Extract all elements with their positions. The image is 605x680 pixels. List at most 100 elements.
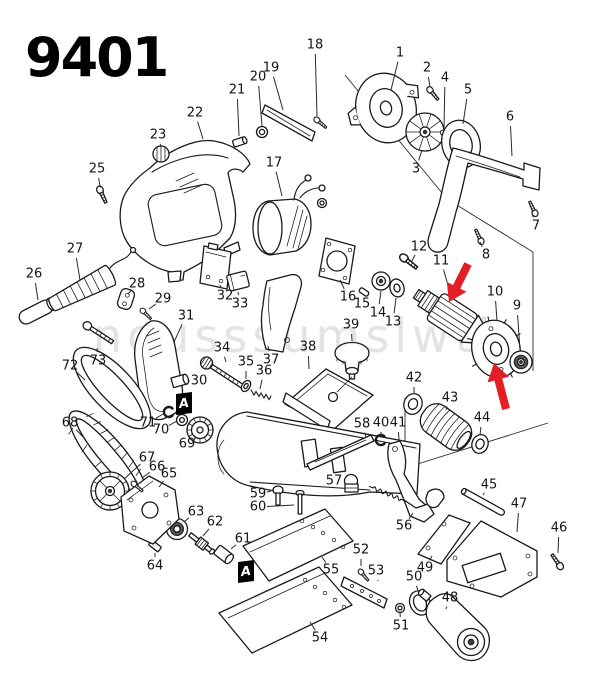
part-roller-43 (419, 403, 473, 451)
group-boundary-line (446, 198, 534, 253)
leader-line (445, 406, 448, 411)
part-pin-30 (170, 373, 190, 389)
screw-2-icon (424, 84, 441, 103)
part-fan-cover (347, 72, 420, 144)
highlight-arrow-icon (487, 363, 510, 410)
part-label-54: 54 (312, 631, 329, 646)
part-label-4: 4 (441, 71, 449, 86)
part-label-43: 43 (442, 391, 459, 406)
leader-line (479, 426, 482, 436)
leader-line (219, 284, 222, 289)
part-flange (467, 316, 525, 383)
leader-line (266, 504, 295, 507)
part-pin-21 (231, 136, 248, 148)
part-washer-35 (240, 379, 252, 393)
part-label-70: 70 (153, 423, 170, 438)
part-label-9: 9 (513, 299, 521, 314)
part-label-62: 62 (207, 515, 224, 530)
leader-line (378, 290, 382, 305)
part-nut (255, 125, 269, 139)
part-label-22: 22 (187, 106, 204, 121)
part-label-46: 46 (551, 521, 568, 536)
part-screw-34 (199, 356, 246, 390)
part-label-29: 29 (155, 292, 172, 307)
part-label-25: 25 (89, 162, 106, 177)
leader-line (34, 282, 39, 301)
leader-line (408, 512, 414, 519)
part-label-1: 1 (396, 46, 404, 61)
marker-A-tag (176, 392, 192, 415)
leader-line (168, 420, 178, 427)
part-label-72: 72 (62, 359, 79, 374)
leader-line (197, 121, 204, 140)
part-label-71: 71 (140, 416, 157, 431)
part-label-7: 7 (532, 219, 540, 234)
leader-line (482, 492, 485, 496)
leader-line (321, 556, 327, 563)
screw-46-icon (548, 552, 566, 572)
part-label-52: 52 (353, 543, 370, 558)
part-label-45: 45 (481, 478, 498, 493)
part-label-63: 63 (188, 505, 205, 520)
part-label-6: 6 (506, 110, 514, 125)
part-rail-58 (306, 434, 375, 471)
part-field (252, 174, 328, 256)
leader-line (237, 291, 239, 296)
page-title: 9401 (25, 26, 167, 89)
part-shaft-62 (188, 532, 216, 555)
part-label-65: 65 (161, 467, 178, 482)
leader-line (76, 371, 86, 381)
leader-line (258, 85, 263, 127)
part-label-35: 35 (238, 355, 255, 370)
leader-line (416, 585, 419, 592)
leader-line (418, 149, 423, 161)
part-label-23: 23 (150, 128, 167, 143)
part-pin-15 (358, 287, 370, 297)
leader-line (236, 98, 240, 137)
part-label-13: 13 (385, 315, 402, 330)
leader-line (531, 212, 534, 218)
part-label-31: 31 (178, 309, 195, 324)
part-label-21: 21 (229, 83, 246, 98)
part-roller-48 (417, 588, 491, 662)
marker-A-text: A (239, 564, 252, 580)
leader-line (390, 61, 399, 91)
leader-line (158, 480, 164, 488)
part-label-48: 48 (442, 591, 459, 606)
part-cyl-61 (213, 544, 235, 565)
part-label-67: 67 (139, 451, 156, 466)
leader-line (517, 314, 521, 351)
part-label-19: 19 (263, 61, 280, 76)
red-arrows (446, 262, 510, 410)
leader-line (173, 323, 183, 343)
leader-line (266, 490, 272, 493)
leader-line (314, 53, 318, 117)
part-label-60: 60 (250, 500, 267, 515)
leader-line (364, 432, 367, 438)
part-washer-44 (471, 434, 489, 454)
leader-line (75, 257, 81, 281)
part-spring-36 (250, 389, 272, 401)
part-pin-60 (295, 489, 305, 515)
leader-line (155, 413, 164, 419)
part-label-61: 61 (235, 532, 252, 547)
part-label-28: 28 (129, 277, 146, 292)
leader-line (273, 76, 284, 111)
part-label-38: 38 (300, 340, 317, 355)
part-knob (334, 341, 370, 380)
leader-line (75, 429, 85, 439)
screw-12-icon (397, 251, 420, 272)
part-gear-69 (186, 416, 214, 444)
part-label-57: 57 (326, 474, 343, 489)
part-label-51: 51 (393, 619, 410, 634)
leader-line (98, 177, 101, 187)
leader-line (495, 300, 498, 322)
part-label-59: 59 (250, 487, 267, 502)
part-bearing-9 (509, 350, 533, 374)
part-label-2: 2 (423, 61, 431, 76)
part-label-30: 30 (191, 374, 208, 389)
leader-line (307, 355, 310, 370)
part-spring-latch (368, 485, 445, 523)
part-washer-13 (389, 278, 405, 298)
